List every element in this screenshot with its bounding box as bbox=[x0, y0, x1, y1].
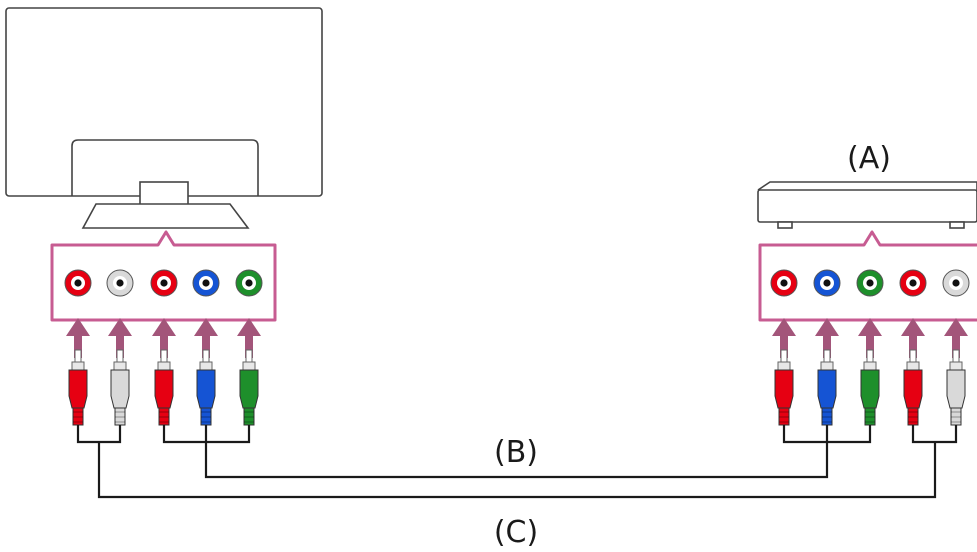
insert-arrow-icon bbox=[815, 318, 839, 358]
device-terminal-panel bbox=[758, 230, 977, 322]
rca-jack-icon bbox=[192, 269, 220, 297]
rca-jack-icon bbox=[813, 269, 841, 297]
rca-plug-icon bbox=[110, 349, 130, 426]
rca-plug-icon bbox=[68, 349, 88, 426]
cable-wires bbox=[76, 425, 958, 499]
rca-plug-icon bbox=[946, 349, 966, 426]
device-video-triple-wire bbox=[782, 425, 872, 444]
insert-arrow-icon bbox=[237, 318, 261, 358]
device-audio-pair-wire bbox=[911, 425, 958, 444]
insert-arrow-icon bbox=[66, 318, 90, 358]
rca-plug-icon bbox=[817, 349, 837, 426]
tv-terminal-panel bbox=[50, 230, 277, 322]
insert-arrow-icon bbox=[194, 318, 218, 358]
insert-arrow-icon bbox=[944, 318, 968, 358]
insert-arrow-icon bbox=[772, 318, 796, 358]
insert-arrow-icon bbox=[858, 318, 882, 358]
rca-plug-icon bbox=[196, 349, 216, 426]
rca-jack-icon bbox=[770, 269, 798, 297]
rca-plugs bbox=[68, 349, 966, 426]
rca-jack-icon bbox=[235, 269, 263, 297]
rca-plug-icon bbox=[239, 349, 259, 426]
insert-arrows bbox=[66, 318, 968, 358]
rca-plug-icon bbox=[154, 349, 174, 426]
rca-jack-icon bbox=[856, 269, 884, 297]
tv-icon bbox=[5, 7, 323, 229]
insert-arrow-icon bbox=[108, 318, 132, 358]
rca-plug-icon bbox=[860, 349, 880, 426]
rca-jack-icon bbox=[64, 269, 92, 297]
tv-video-triple-wire bbox=[162, 425, 251, 444]
rca-plug-icon bbox=[774, 349, 794, 426]
device-label: (A) bbox=[847, 141, 891, 176]
insert-arrow-icon bbox=[901, 318, 925, 358]
rca-jack-icon bbox=[942, 269, 970, 297]
rca-jack-icon bbox=[106, 269, 134, 297]
device-jack-row bbox=[770, 269, 970, 297]
tv-audio-pair-wire bbox=[76, 425, 122, 444]
rca-jack-icon bbox=[899, 269, 927, 297]
tv-jack-row bbox=[64, 269, 263, 297]
rca-plug-icon bbox=[903, 349, 923, 426]
cable-c-label: (C) bbox=[494, 515, 538, 550]
device-box-icon bbox=[757, 181, 977, 229]
cable-c-wire bbox=[97, 442, 937, 499]
cable-b-label: (B) bbox=[494, 435, 538, 470]
rca-jack-icon bbox=[150, 269, 178, 297]
insert-arrow-icon bbox=[152, 318, 176, 358]
cable-b-wire bbox=[204, 442, 829, 479]
